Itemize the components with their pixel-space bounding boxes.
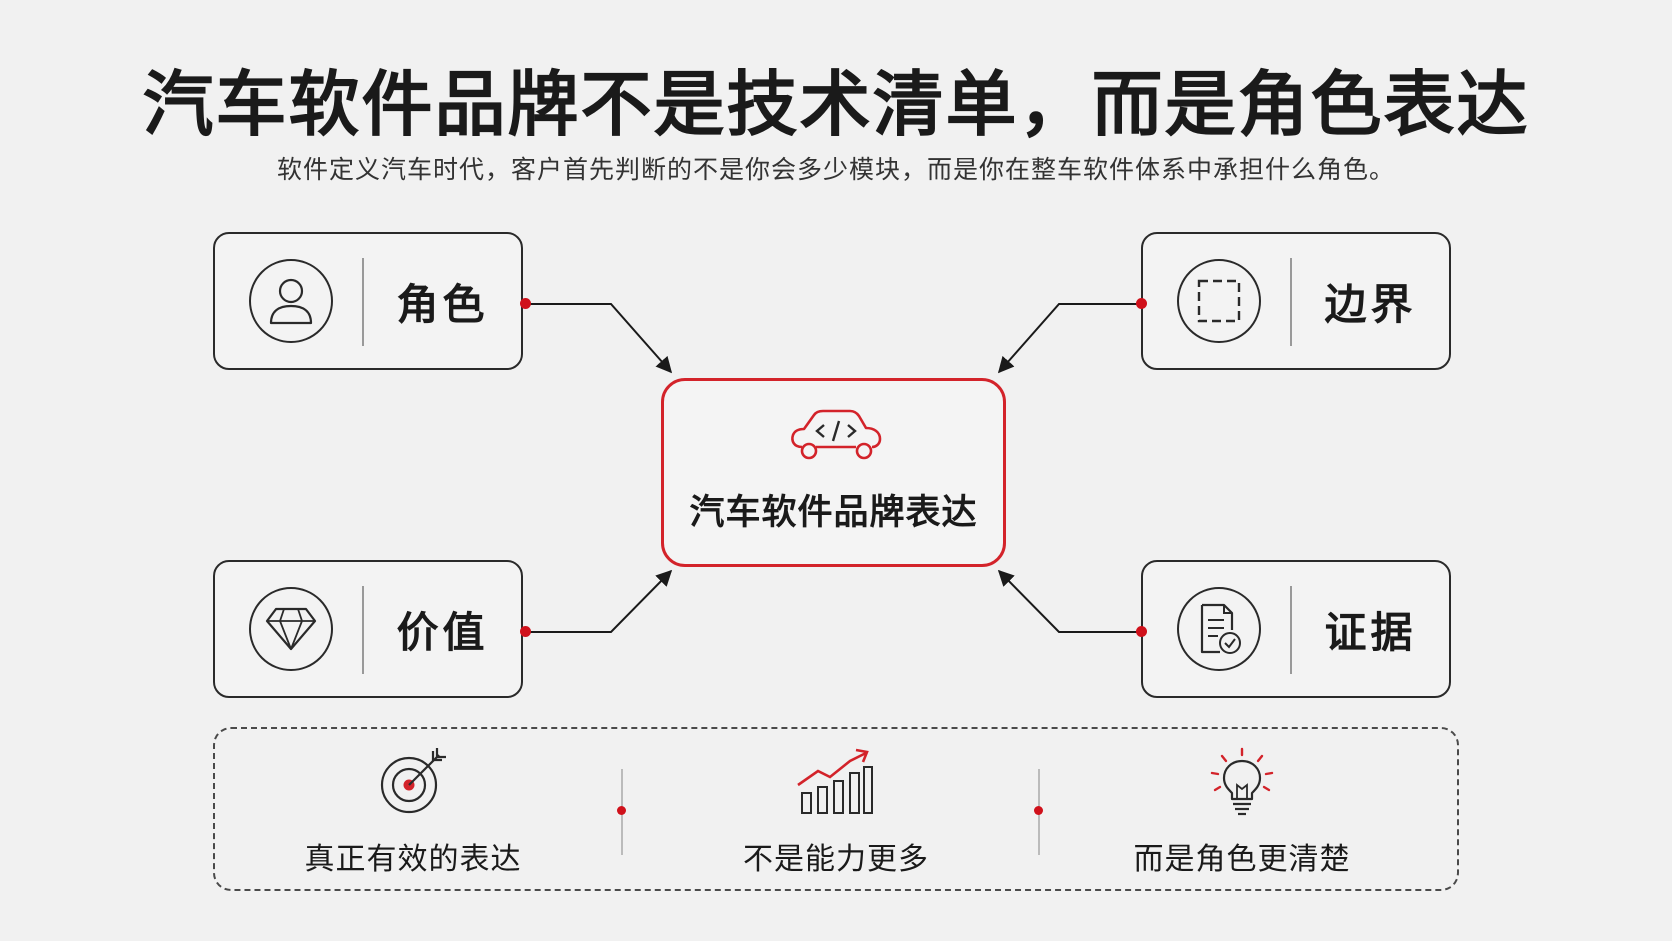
page-title: 汽车软件品牌不是技术清单，而是角色表达: [142, 63, 1530, 146]
summary-panel: 真正有效的表达 不是能力更多: [213, 727, 1459, 891]
summary-item: 真正有效的表达: [263, 729, 563, 889]
summary-text: 而是角色更清楚: [1133, 842, 1351, 877]
node-evidence: 证据: [1141, 560, 1451, 698]
node-divider: [1290, 586, 1292, 674]
document-check-icon: [1177, 587, 1261, 671]
node-divider: [362, 258, 364, 346]
page-subtitle: 软件定义汽车时代，客户首先判断的不是你会多少模块，而是你在整车软件体系中承担什么…: [276, 155, 1395, 184]
center-node: 汽车软件品牌表达: [661, 378, 1006, 567]
summary-item: 而是角色更清楚: [1092, 729, 1392, 889]
node-role: 角色: [213, 232, 523, 370]
summary-text: 真正有效的表达: [304, 842, 522, 877]
connector-boundary: [997, 303, 1141, 374]
connector-value: [525, 569, 673, 633]
connector-dot: [520, 626, 531, 637]
target-icon: [263, 747, 563, 815]
diamond-icon: [249, 587, 333, 671]
dashed-square-icon: [1177, 259, 1261, 343]
connector-role: [525, 303, 673, 374]
summary-item: 不是能力更多: [686, 729, 986, 889]
car-code-icon: [788, 407, 884, 469]
node-label: 角色: [396, 279, 489, 329]
node-label: 证据: [1324, 607, 1417, 657]
connector-dot: [1136, 626, 1147, 637]
summary-dot: [617, 806, 626, 815]
node-label: 价值: [396, 607, 489, 657]
node-divider: [362, 586, 364, 674]
connector-dot: [1136, 298, 1147, 309]
summary-dot: [1034, 806, 1043, 815]
connector-evidence: [997, 569, 1141, 633]
node-divider: [1290, 258, 1292, 346]
user-icon: [249, 259, 333, 343]
growth-chart-icon: [686, 747, 986, 817]
connector-dot: [520, 298, 531, 309]
node-boundary: 边界: [1141, 232, 1451, 370]
node-value: 价值: [213, 560, 523, 698]
lightbulb-icon: [1092, 747, 1392, 819]
center-label: 汽车软件品牌表达: [689, 493, 978, 533]
summary-text: 不是能力更多: [743, 842, 929, 877]
node-label: 边界: [1324, 279, 1417, 329]
